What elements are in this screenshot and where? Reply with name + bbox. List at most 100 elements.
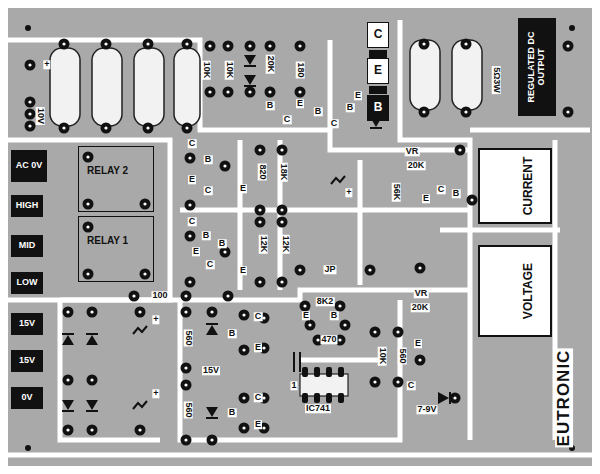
diode-symbol	[86, 335, 98, 345]
square-pad	[369, 50, 387, 58]
silkscreen-label: C	[206, 260, 215, 269]
solder-pad	[245, 41, 256, 52]
silkscreen-label: 10K	[224, 61, 233, 80]
pcb-tag-box: REGULATED DC OUTPUT	[518, 18, 556, 116]
solder-pad	[295, 87, 306, 98]
solder-pad	[223, 41, 234, 52]
isolation-gap	[470, 128, 590, 133]
drill-hole	[258, 208, 261, 211]
drill-hole	[146, 42, 149, 45]
silkscreen-label: 100	[151, 291, 168, 300]
maker-mark: EUTRONIC	[555, 349, 573, 448]
silkscreen-label: 12K	[258, 235, 267, 254]
solder-pad	[455, 145, 466, 156]
ic-pin	[338, 367, 344, 377]
silkscreen-label: E	[422, 194, 430, 203]
pcb-tag-box: B	[367, 95, 389, 121]
solder-pad	[393, 327, 404, 338]
drill-hole	[138, 428, 141, 431]
copper-pour	[8, 8, 592, 466]
silkscreen-label: JP	[323, 265, 336, 274]
silkscreen-label: B	[330, 311, 339, 320]
solder-pad	[415, 263, 426, 274]
zener-symbol	[133, 401, 147, 409]
drill-hole	[28, 124, 31, 127]
board-label: C	[374, 28, 383, 41]
silkscreen-label: E	[188, 175, 196, 184]
capacitor-plate	[299, 352, 301, 372]
solder-pad	[143, 39, 154, 50]
diode-bar	[86, 333, 98, 335]
drill-hole	[184, 366, 187, 369]
solder-pad	[365, 265, 376, 276]
ic-outline	[300, 374, 348, 396]
drill-hole	[184, 383, 187, 386]
diode-bar	[206, 323, 218, 325]
component-body	[92, 48, 122, 126]
diode-symbol	[244, 55, 256, 65]
drill-hole	[373, 330, 376, 333]
solder-pad	[239, 310, 250, 321]
diode-bar	[62, 333, 74, 335]
drill-hole	[185, 126, 188, 129]
silkscreen-label: 560	[397, 347, 406, 364]
diode-symbol	[244, 75, 256, 85]
drill-hole	[184, 294, 187, 297]
silkscreen-label: C	[283, 115, 292, 124]
solder-pad	[419, 39, 430, 50]
drill-hole	[396, 330, 399, 333]
solder-pad	[83, 199, 94, 210]
solder-pad	[182, 39, 193, 50]
silkscreen-label: 56K	[391, 183, 400, 202]
silkscreen-label: 12K	[280, 235, 289, 254]
drill-hole	[396, 380, 399, 383]
zener-symbol	[133, 326, 147, 334]
diode-symbol	[62, 400, 74, 410]
silkscreen-label: E	[296, 99, 304, 108]
solder-pad	[181, 291, 192, 302]
board-label: LOW	[17, 278, 38, 288]
solder-pad	[370, 377, 381, 388]
drill-hole	[458, 148, 461, 151]
drill-hole	[242, 313, 245, 316]
solder-pad	[185, 200, 196, 211]
solder-pad	[223, 87, 234, 98]
diode-bar	[86, 410, 98, 412]
drill-hole	[470, 198, 473, 201]
solder-pad	[277, 217, 288, 228]
board-label: AC 0V	[15, 161, 43, 171]
solder-pad	[277, 205, 288, 216]
pcb-tag-box: VOLTAGE	[478, 245, 552, 337]
silkscreen-label: C	[254, 312, 263, 321]
drill-hole	[453, 396, 456, 399]
solder-pad	[461, 39, 472, 50]
solder-pad	[101, 123, 112, 134]
board-label: RELAY 1	[87, 235, 128, 246]
board-label: REGULATED DC OUTPUT	[527, 23, 547, 111]
silkscreen-label: C	[254, 393, 263, 402]
silkscreen-label: VR	[414, 289, 429, 298]
silkscreen-label: B	[452, 189, 461, 198]
drill-hole	[208, 44, 211, 47]
drill-hole	[185, 42, 188, 45]
drill-hole	[104, 42, 107, 45]
solder-pad	[63, 425, 74, 436]
solder-pad	[83, 269, 94, 280]
drill-hole	[104, 126, 107, 129]
drill-hole	[242, 348, 245, 351]
solder-pad	[255, 217, 266, 228]
silkscreen-label: 10K	[201, 61, 210, 80]
zener-symbol	[331, 176, 345, 184]
drill-hole	[28, 112, 31, 115]
drill-hole	[138, 310, 141, 313]
drill-hole	[28, 63, 31, 66]
solder-pad	[181, 435, 192, 446]
board-label: CURRENT	[522, 151, 535, 221]
drill-hole	[258, 148, 261, 151]
board-label: B	[374, 101, 383, 114]
isolation-gap	[8, 453, 592, 458]
solder-pad	[185, 153, 196, 164]
drill-hole	[90, 310, 93, 313]
solder-pad	[140, 269, 151, 280]
drill-hole	[86, 202, 89, 205]
